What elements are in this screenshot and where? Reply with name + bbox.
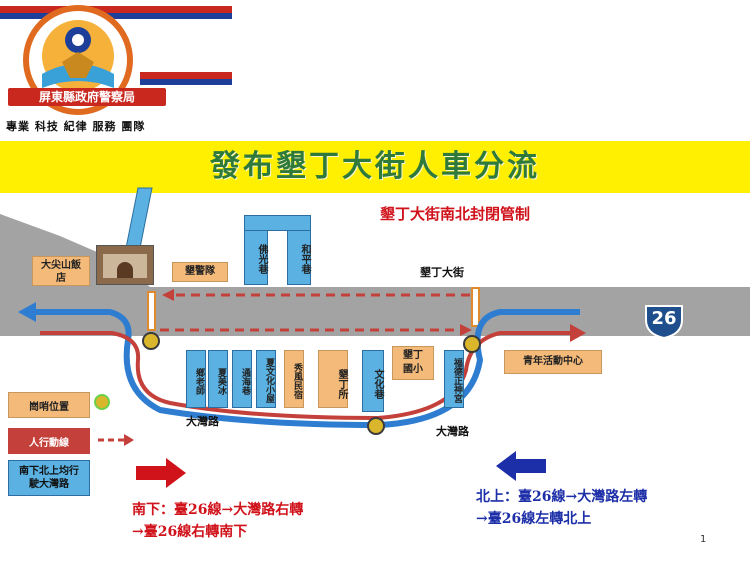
page-subtitle: 墾丁大街南北封閉管制 <box>379 205 530 223</box>
page-title: 發布墾丁大街人車分流 <box>210 149 540 184</box>
pedestrian-arrow-right <box>570 324 586 342</box>
alley-wenhua: 文化巷 <box>362 350 384 412</box>
top-stripe-blue <box>0 13 232 19</box>
bay-road-label: 大灣路 <box>436 425 469 438</box>
page-number: 1 <box>700 534 707 545</box>
place-police-brigade: 墾警隊 <box>172 262 228 282</box>
north-road-pointer <box>125 187 153 249</box>
south-note-line1: 南下：臺26線→大灣路右轉 <box>132 502 304 518</box>
place-hotel: 大尖山飯店 <box>32 256 90 286</box>
closure-left <box>147 291 156 331</box>
shop-5: 秀風民宿 <box>284 350 304 408</box>
alley-tonghai: 通海巷 <box>232 350 252 408</box>
place-kenting-office: 墾丁所 <box>318 350 348 408</box>
north-note-line2: →臺26線左轉北上 <box>476 511 592 527</box>
pedestrian-arrow-top <box>162 289 174 301</box>
north-direction-arrow <box>496 451 546 481</box>
north-note-line1: 北上：臺26線→大灣路左轉 <box>476 489 648 505</box>
post-marker <box>463 335 481 353</box>
place-youth-center: 青年活動中心 <box>504 350 602 374</box>
legend-pedestrian-arrow <box>124 434 134 446</box>
bay-road-label: 大灣路 <box>186 415 219 428</box>
org-motto: 專業 科技 紀律 服務 團隊 <box>6 120 146 133</box>
legend-vehicle: 南下北上均行駛大灣路 <box>8 460 90 496</box>
hotel-photo <box>96 245 154 285</box>
south-direction-arrow <box>136 458 186 488</box>
police-logo <box>23 5 133 115</box>
closure-right <box>471 287 480 327</box>
vehicle-arrow-left <box>18 302 36 322</box>
pedestrian-arrow-bottom <box>460 324 472 336</box>
legend-pedestrian: 人行動線 <box>8 428 90 454</box>
top-stripe-blue-2 <box>140 79 232 85</box>
shop-1: 鄉老師 <box>186 350 206 408</box>
alley-connector <box>244 215 311 231</box>
south-note-line2: →臺26線右轉南下 <box>132 524 248 540</box>
legend-post-marker <box>94 394 110 410</box>
pedestrian-route <box>40 331 572 421</box>
road-label-kenting-street: 墾丁大街 <box>420 266 464 279</box>
shop-2: 夏美冰 <box>208 350 228 408</box>
org-name: 屏東縣政府警察局 <box>8 88 166 106</box>
place-kenting-school: 墾丁國小 <box>392 346 434 380</box>
title-band <box>0 141 750 193</box>
route-shield <box>645 305 683 340</box>
temple: 福德正神宮 <box>444 350 464 408</box>
legend-post: 崗哨位置 <box>8 392 90 418</box>
main-road <box>0 214 750 336</box>
post-marker <box>367 417 385 435</box>
shop-4: 夏文化小屋 <box>256 350 276 408</box>
top-stripe-red <box>0 6 232 13</box>
route-number: 26 <box>651 308 677 329</box>
top-stripe-red-2 <box>140 72 232 79</box>
post-marker <box>142 332 160 350</box>
